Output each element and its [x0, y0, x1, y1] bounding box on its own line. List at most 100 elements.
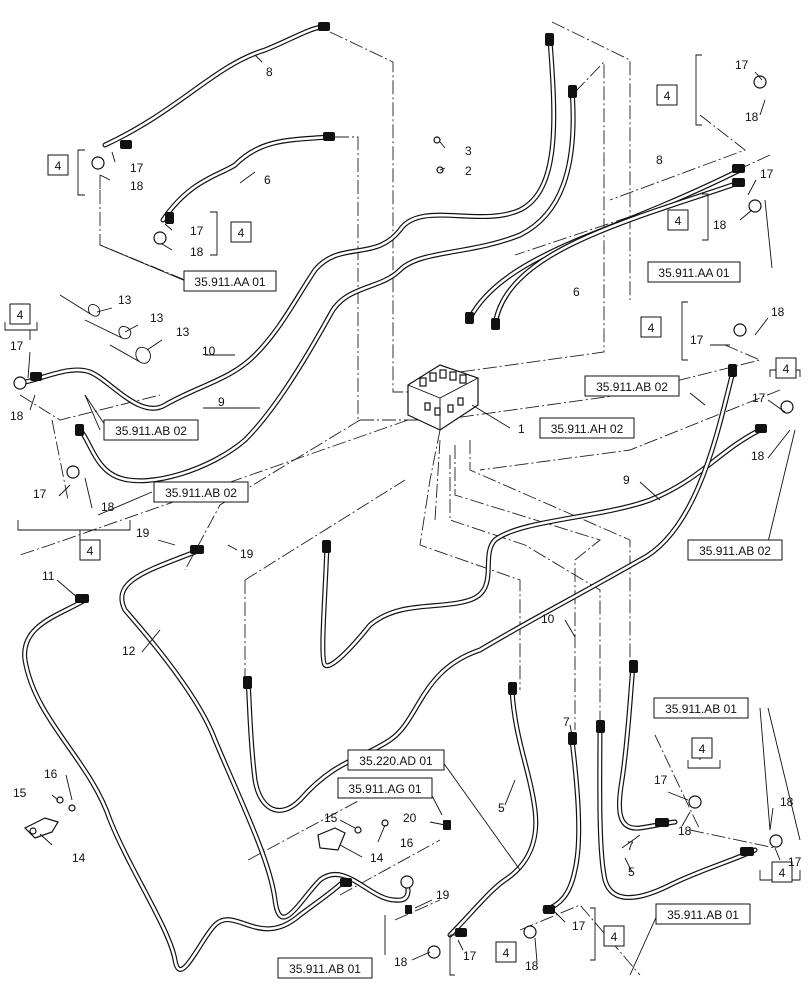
- callout: 17: [10, 339, 24, 353]
- callout: 11: [42, 569, 55, 583]
- hose-7-center: [542, 737, 582, 913]
- ref-box-35-911-ab-01-bottom[interactable]: 35.911.AB 01: [277, 957, 373, 979]
- fitting: [543, 905, 555, 914]
- label: 4: [17, 308, 24, 322]
- fitting: [465, 312, 474, 324]
- item-4-box[interactable]: 4: [640, 316, 662, 338]
- callout: 17: [130, 161, 144, 175]
- hose-5-right: [597, 722, 758, 900]
- hose-11: [22, 597, 348, 972]
- ref-box-35-911-ab-02-left-lower[interactable]: 35.911.AB 02: [153, 481, 249, 503]
- callout: 18: [394, 955, 408, 969]
- label: 35.911.AB 02: [165, 486, 237, 500]
- item-4-box[interactable]: 4: [691, 737, 713, 759]
- hose-6-upper: [160, 134, 333, 223]
- fitting: [491, 318, 500, 330]
- callout: 14: [72, 851, 86, 865]
- item-4-box[interactable]: 4: [603, 925, 625, 947]
- hose-clips: [59, 294, 151, 364]
- fitting: [243, 676, 252, 689]
- item-4-box[interactable]: 4: [9, 303, 31, 325]
- callout: 2: [465, 164, 472, 178]
- item-4-box[interactable]: 4: [495, 941, 517, 963]
- callout: 18: [751, 449, 765, 463]
- callout: 18: [745, 110, 759, 124]
- label: 35.911.AB 02: [115, 424, 187, 438]
- label: 4: [611, 930, 618, 944]
- reference-leaders: [84, 199, 801, 976]
- ref-box-35-911-aa-01-top[interactable]: 35.911.AA 01: [183, 270, 277, 292]
- plug: [405, 905, 412, 914]
- label: 4: [699, 742, 706, 756]
- ref-box-35-911-ab-02-right-2[interactable]: 35.911.AB 02: [687, 539, 783, 561]
- elbow-fitting: [427, 945, 441, 959]
- label: 4: [503, 946, 510, 960]
- item-4-box[interactable]: 4: [775, 357, 797, 379]
- item-4-box[interactable]: 4: [79, 539, 101, 561]
- label: 4: [238, 226, 245, 240]
- callout: 8: [266, 65, 273, 79]
- ref-box-35-911-aa-01-right[interactable]: 35.911.AA 01: [647, 261, 741, 283]
- callouts: 8 8 6 6 3 2 17 18 17 18 17 18 17 18 13 1…: [10, 58, 802, 973]
- elbow-fitting: [91, 156, 105, 170]
- hose-5-center: [447, 687, 539, 938]
- callout: 17: [760, 167, 774, 181]
- elbow-fitting: [753, 75, 767, 89]
- fitting: [318, 22, 330, 31]
- ref-box-35-911-ab-02-right[interactable]: 35.911.AB 02: [584, 375, 680, 397]
- fitting: [120, 140, 132, 149]
- plug: [443, 820, 451, 830]
- control-valve: [407, 364, 479, 431]
- label: 4: [87, 544, 94, 558]
- callout: 13: [118, 293, 132, 307]
- ref-box-35-911-ah-02[interactable]: 35.911.AH 02: [539, 417, 635, 439]
- o-ring: [56, 796, 64, 804]
- hose-6-right: [467, 167, 743, 321]
- callout: 5: [628, 865, 635, 879]
- callout: 10: [202, 344, 216, 358]
- label: 4: [783, 362, 790, 376]
- callout: 19: [436, 888, 450, 902]
- callout: 17: [463, 949, 477, 963]
- item-4-box[interactable]: 4: [230, 221, 252, 243]
- item-4-box[interactable]: 4: [771, 861, 793, 883]
- o-ring: [354, 826, 362, 834]
- item-4-box[interactable]: 4: [47, 154, 69, 176]
- hose-9-left: [77, 87, 576, 484]
- fitting: [545, 33, 554, 46]
- elbow-fitting: [769, 834, 783, 848]
- callout: 18: [771, 305, 785, 319]
- hose-9-right: [320, 427, 763, 669]
- item-4-box[interactable]: 4: [667, 209, 689, 231]
- item-4-box[interactable]: 4: [656, 84, 678, 106]
- ref-box-35-911-ab-02-left[interactable]: 35.911.AB 02: [103, 419, 199, 441]
- callout: 20: [403, 811, 417, 825]
- ref-box-35-220-ad-01[interactable]: 35.220.AD 01: [347, 749, 445, 771]
- callout: 10: [541, 612, 555, 626]
- label: 4: [648, 321, 655, 335]
- elbow-fitting: [780, 400, 794, 414]
- ref-box-35-911-ab-01-bottom-right[interactable]: 35.911.AB 01: [655, 903, 751, 925]
- o-ring: [433, 136, 441, 144]
- label: 4: [664, 89, 671, 103]
- ref-box-35-911-ab-01-right[interactable]: 35.911.AB 01: [653, 697, 749, 719]
- ref-box-35-911-ag-01[interactable]: 35.911.AG 01: [337, 777, 433, 799]
- label: 35.220.AD 01: [359, 754, 433, 768]
- callout: 19: [136, 526, 150, 540]
- small-parts: [13, 75, 794, 959]
- callout: 7: [563, 715, 570, 729]
- callout: 18: [525, 959, 539, 973]
- fitting: [732, 178, 745, 187]
- fitting: [322, 540, 331, 553]
- leader-lines: [27, 54, 791, 963]
- o-ring: [68, 804, 76, 812]
- label: 35.911.AA 01: [194, 275, 266, 289]
- callout: 18: [130, 179, 144, 193]
- label: 4: [55, 159, 62, 173]
- callout: 14: [370, 851, 384, 865]
- callout: 5: [498, 801, 505, 815]
- callout: 19: [240, 547, 254, 561]
- label: 35.911.AB 01: [667, 908, 739, 922]
- fitting: [629, 660, 638, 673]
- fitting: [732, 164, 745, 173]
